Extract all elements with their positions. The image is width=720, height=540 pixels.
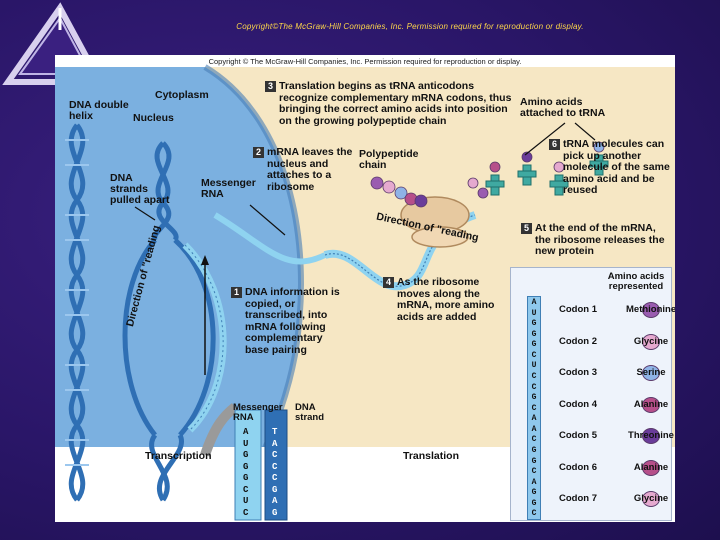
inset-rna-base: A bbox=[243, 427, 249, 437]
inset-dna-base: C bbox=[272, 473, 278, 483]
label-nucleus: Nucleus bbox=[133, 112, 174, 124]
codon-base-letter: U bbox=[531, 308, 537, 318]
label-translation: Translation bbox=[403, 450, 460, 462]
codon-base-letter: C bbox=[531, 350, 537, 360]
amino-acid-beads bbox=[489, 141, 605, 173]
codon-base-letter: C bbox=[531, 372, 537, 381]
label-amino-acids-attached: Amino acids attached to tRNA bbox=[520, 96, 606, 119]
amino-acid-name: Glycine bbox=[633, 335, 669, 347]
inset-label-dna-strand: DNA strand bbox=[295, 402, 325, 423]
codon-base-letter: C bbox=[531, 509, 537, 519]
ribosome-small-subunit bbox=[411, 226, 469, 248]
codon-base-letter: G bbox=[531, 446, 537, 455]
inset-rna-base: G bbox=[243, 461, 249, 472]
codon-label: Codon 1 bbox=[559, 304, 597, 315]
codon-base-letter: G bbox=[531, 393, 537, 403]
label-polypeptide-chain: Polypeptide chain bbox=[359, 148, 419, 171]
amino-acid-bead bbox=[642, 396, 660, 413]
panel-title-amino-acids: Amino acids represented bbox=[607, 271, 665, 292]
codon-label: Codon 2 bbox=[559, 335, 597, 347]
codon-base-letter: C bbox=[531, 467, 537, 477]
amino-acid-name: Glycine bbox=[633, 493, 669, 504]
codon-base-letter: A bbox=[531, 298, 537, 307]
label-dna-double-helix: DNA double helix bbox=[69, 99, 129, 122]
codon-base-letter: G bbox=[531, 329, 537, 339]
figure-copyright: Copyright © The McGraw-Hill Companies, I… bbox=[208, 57, 522, 66]
dna-helix-center bbox=[122, 141, 216, 502]
dna-helix-left bbox=[68, 123, 86, 502]
inset-dna-base: A bbox=[272, 496, 278, 506]
codon-base-letter: C bbox=[531, 403, 537, 413]
amino-acid-bead bbox=[642, 428, 660, 444]
released-protein bbox=[467, 177, 489, 199]
inset-rna-base: U bbox=[243, 496, 249, 506]
codon-base-letter: G bbox=[531, 488, 537, 498]
codon-label: Codon 4 bbox=[559, 398, 597, 410]
inset-dna-base: C bbox=[272, 461, 278, 472]
amino-acid-name: Threonine bbox=[628, 430, 674, 441]
codon-label: Codon 7 bbox=[559, 493, 597, 504]
inset-dna-base: G bbox=[272, 507, 278, 518]
codon-base-letter: G bbox=[531, 319, 537, 329]
amino-acid-name: Alanine bbox=[633, 461, 669, 473]
trna-molecules bbox=[485, 154, 609, 196]
inset-dna-base: T bbox=[272, 427, 278, 437]
inset-rna-base: C bbox=[243, 484, 249, 495]
codon-mrna-strip bbox=[527, 296, 541, 520]
codon-base-letter: G bbox=[531, 456, 537, 466]
codon-base-letter: G bbox=[531, 498, 537, 508]
inset-dna-base: G bbox=[272, 484, 278, 495]
zoom-arrow bbox=[200, 403, 239, 457]
mrna-exiting bbox=[213, 212, 327, 265]
inset-dna-base: C bbox=[272, 450, 278, 460]
codon-base-letter: G bbox=[531, 340, 537, 350]
amino-acid-name: Alanine bbox=[633, 398, 669, 410]
label-cytoplasm: Cytoplasm bbox=[155, 89, 209, 101]
amino-acid-name: Methionine bbox=[626, 304, 675, 315]
label-messenger-rna: Messenger RNA bbox=[201, 177, 256, 200]
codon-label: Codon 3 bbox=[559, 367, 597, 378]
inset-rna-base: U bbox=[243, 438, 249, 449]
amino-acid-bead bbox=[642, 302, 660, 318]
nucleus-region bbox=[55, 67, 301, 522]
label-transcription: Transcription bbox=[145, 450, 212, 462]
codon-base-letter: C bbox=[531, 382, 537, 392]
polypeptide-chain bbox=[370, 176, 428, 208]
slide-copyright-banner: Copyright©The McGraw-Hill Companies, Inc… bbox=[236, 22, 584, 31]
label-dna-strands-pulled-apart: DNA strands pulled apart bbox=[110, 172, 170, 206]
codon-base-letter: A bbox=[531, 477, 537, 487]
codon-base-letter: A bbox=[531, 424, 537, 434]
inset-rna-base: G bbox=[243, 450, 249, 460]
codon-base-letter: U bbox=[531, 361, 537, 371]
amino-acid-bead bbox=[642, 333, 660, 350]
inset-dna-base: A bbox=[272, 438, 278, 449]
codon-label: Codon 5 bbox=[559, 430, 597, 441]
inset-dna-strand bbox=[264, 409, 288, 521]
codon-base-letter: A bbox=[531, 414, 537, 424]
protein-synthesis-figure: Copyright © The McGraw-Hill Companies, I… bbox=[55, 55, 675, 522]
dna-helix-left-rungs bbox=[65, 139, 89, 466]
amino-acid-bead bbox=[642, 459, 660, 476]
inset-rna-base: C bbox=[243, 507, 249, 518]
amino-acid-bead bbox=[642, 365, 660, 381]
inset-label-messenger-rna: Messenger RNA bbox=[233, 402, 283, 423]
codon-label: Codon 6 bbox=[559, 461, 597, 473]
amino-acid-name: Serine bbox=[636, 367, 666, 378]
inset-rna-base: G bbox=[243, 473, 249, 483]
amino-acid-bead bbox=[642, 491, 660, 507]
codon-base-letter: C bbox=[531, 435, 537, 445]
pointer-arrows bbox=[134, 122, 596, 236]
inset-mrna-strand bbox=[234, 409, 262, 521]
